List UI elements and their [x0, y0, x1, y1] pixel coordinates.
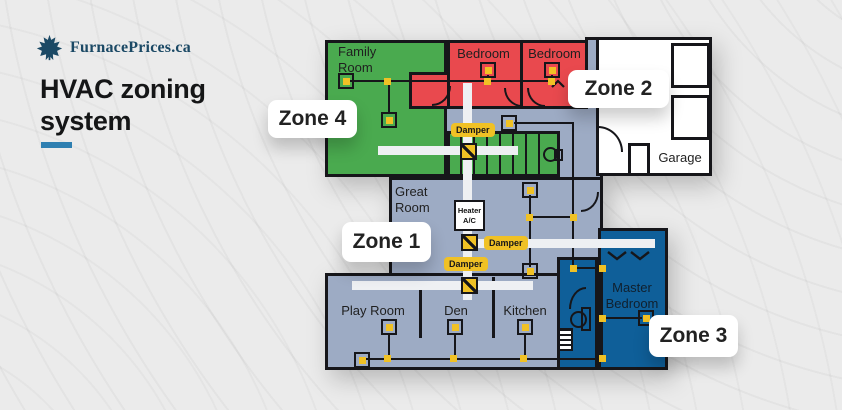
hall-fixture-icon — [554, 149, 563, 161]
hall-fixture-icon — [543, 147, 558, 162]
accent-bar — [41, 142, 72, 148]
brand-logo: FurnacePrices.ca — [36, 34, 191, 61]
wire — [601, 268, 603, 360]
room-label-master-bedroom: Master Bedroom — [605, 280, 659, 311]
wire — [388, 81, 390, 114]
thermostat-icon — [544, 62, 560, 78]
toilet-icon — [570, 311, 587, 328]
room-label-bedroom-2: Bedroom — [528, 46, 581, 61]
thermostat-icon — [522, 182, 538, 198]
junction-dot — [599, 315, 606, 322]
wire — [454, 333, 456, 359]
junction-dot — [570, 265, 577, 272]
thermostat-icon — [338, 73, 354, 89]
wire — [524, 333, 526, 359]
damper-label: Damper — [444, 257, 488, 271]
junction-dot — [526, 214, 533, 221]
wire — [572, 122, 574, 269]
thermostat-icon — [517, 319, 533, 335]
wall — [419, 290, 422, 338]
supply-duct-upper — [378, 146, 518, 155]
junction-dot — [450, 355, 457, 362]
wall — [595, 257, 598, 370]
zone3-label: Zone 3 — [649, 315, 738, 357]
wire — [602, 317, 642, 319]
toilet-tank-icon — [581, 307, 591, 331]
room-label-family-room: Family Room — [338, 44, 377, 75]
heater-ac-unit: Heater A/C — [454, 200, 485, 231]
damper-label: Damper — [451, 123, 495, 137]
stair-tread — [538, 134, 540, 174]
room-label-kitchen: Kitchen — [503, 303, 547, 318]
wire — [362, 358, 603, 360]
thermostat-icon — [522, 263, 538, 279]
wire — [514, 122, 573, 124]
wire — [572, 267, 603, 269]
room-label-garage: Garage — [658, 150, 702, 165]
junction-dot — [570, 214, 577, 221]
junction-dot — [484, 78, 491, 85]
wire — [388, 333, 390, 359]
damper-icon — [461, 234, 478, 251]
zone4-label: Zone 4 — [268, 100, 357, 138]
page-title: HVAC zoning system — [40, 74, 206, 136]
zone1-label: Zone 1 — [342, 222, 431, 262]
room-label-play-room: Play Room — [341, 303, 405, 318]
zone3-master-bedroom-area — [598, 228, 668, 370]
maple-leaf-icon — [36, 34, 63, 61]
supply-duct-middle — [470, 239, 655, 248]
thermostat-icon — [447, 319, 463, 335]
supply-duct-vertical — [463, 83, 472, 300]
bath-vent-icon — [558, 328, 573, 351]
wire — [530, 216, 574, 218]
zone2-label: Zone 2 — [568, 70, 669, 108]
room-label-great-room: Great Room — [395, 184, 430, 215]
garage-bay-2 — [671, 95, 710, 140]
thermostat-icon — [501, 115, 517, 131]
junction-dot — [384, 355, 391, 362]
thermostat-icon — [480, 62, 496, 78]
thermostat-icon — [354, 352, 370, 368]
wall — [520, 40, 523, 109]
wire — [350, 80, 552, 82]
junction-dot — [548, 78, 555, 85]
junction-dot — [599, 355, 606, 362]
garage-alcove — [628, 143, 650, 176]
wire — [529, 195, 531, 267]
brand-name: FurnacePrices.ca — [70, 38, 191, 56]
junction-dot — [520, 355, 527, 362]
damper-icon — [461, 277, 478, 294]
room-label-bedroom-1: Bedroom — [457, 46, 510, 61]
window-symbol-icon — [607, 251, 627, 261]
window-symbol-icon — [630, 251, 650, 261]
thermostat-icon — [381, 319, 397, 335]
junction-dot — [599, 265, 606, 272]
room-label-den: Den — [444, 303, 468, 318]
garage-bay-1 — [671, 43, 710, 88]
stair-tread — [525, 134, 527, 174]
damper-label: Damper — [484, 236, 528, 250]
supply-duct-lower — [352, 281, 533, 290]
damper-icon — [460, 143, 477, 160]
thermostat-icon — [381, 112, 397, 128]
window-symbol-icon — [551, 79, 565, 88]
junction-dot — [384, 78, 391, 85]
wall — [492, 277, 495, 338]
